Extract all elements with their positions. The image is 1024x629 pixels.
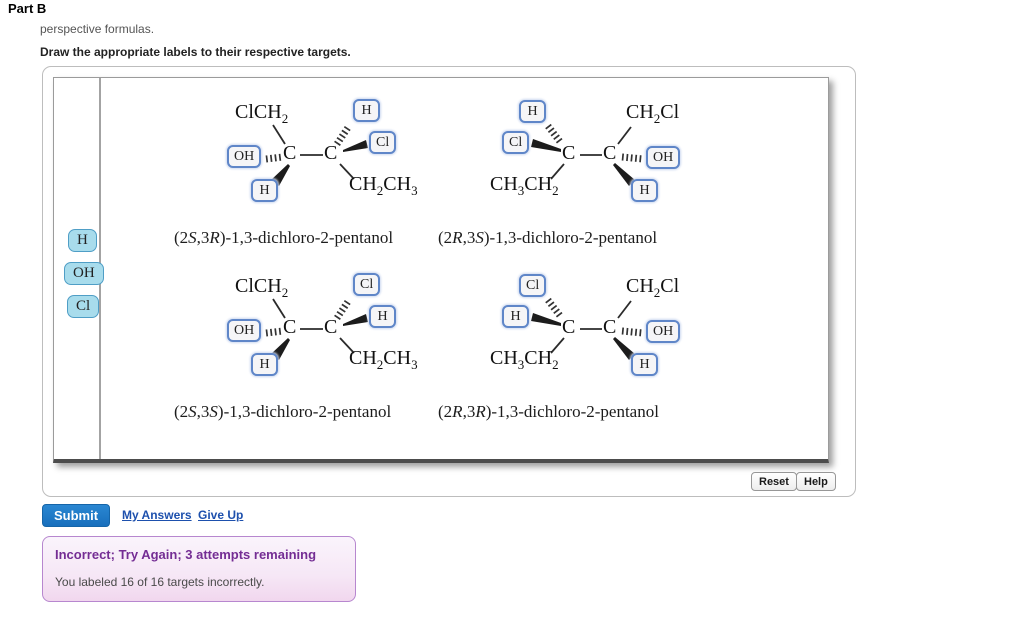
carbon-atom: C	[562, 316, 576, 338]
caption-2s3r: (2S,3R)-1,3-dichloro-2-pentanol	[174, 228, 394, 247]
bond-drawing	[531, 123, 644, 186]
caption-2r3s: (2R,3S)-1,3-dichloro-2-pentanol	[438, 228, 658, 247]
target-right[interactable]: OH	[646, 320, 681, 343]
carbon-atom: C	[603, 142, 617, 164]
target-bottom-left[interactable]: H	[251, 179, 278, 202]
bond-drawing	[531, 297, 644, 360]
target-bottom-left[interactable]: H	[251, 353, 278, 376]
structure-2r3r: CH2Cl C C CH3CH2 Cl H OH H	[490, 273, 700, 381]
feedback-box: Incorrect; Try Again; 3 attempts remaini…	[42, 536, 356, 602]
bond-drawing	[265, 298, 368, 360]
target-top-right[interactable]: H	[353, 99, 380, 122]
formula-ch3ch2: CH3CH2	[490, 173, 559, 198]
palette-chip-oh[interactable]: OH	[64, 262, 104, 285]
give-up-link[interactable]: Give Up	[198, 508, 244, 522]
activity-panel: H OH Cl ClCH2 C C CH2CH3 OH	[42, 66, 856, 497]
caption-2r3r: (2R,3R)-1,3-dichloro-2-pentanol	[438, 402, 659, 421]
formula-ch2ch3: CH2CH3	[349, 347, 418, 372]
target-left[interactable]: OH	[227, 319, 262, 342]
target-bottom-right[interactable]: H	[631, 353, 658, 376]
formula-ch2cl: CH2Cl	[626, 275, 680, 300]
carbon-atom: C	[324, 316, 338, 338]
carbon-atom: C	[283, 142, 297, 164]
target-bottom-right[interactable]: H	[631, 179, 658, 202]
help-button[interactable]: Help	[796, 472, 836, 491]
carbon-atom: C	[603, 316, 617, 338]
drawing-canvas: H OH Cl ClCH2 C C CH2CH3 OH	[53, 77, 829, 463]
instruction-text: Draw the appropriate labels to their res…	[40, 45, 351, 59]
submit-button[interactable]: Submit	[42, 504, 110, 527]
my-answers-link[interactable]: My Answers	[122, 508, 192, 522]
carbon-atom: C	[324, 142, 338, 164]
feedback-body: You labeled 16 of 16 targets incorrectly…	[55, 575, 265, 589]
target-right[interactable]: OH	[646, 146, 681, 169]
feedback-title: Incorrect; Try Again; 3 attempts remaini…	[55, 547, 317, 562]
target-left[interactable]: Cl	[502, 131, 530, 154]
structure-2s3s: ClCH2 C C CH2CH3 OH H Cl H	[227, 273, 437, 381]
structure-2r3s: CH2Cl C C CH3CH2 H Cl OH H	[490, 99, 700, 207]
formula-ch2ch3: CH2CH3	[349, 173, 418, 198]
target-left[interactable]: OH	[227, 145, 262, 168]
target-top-left[interactable]: H	[519, 100, 546, 123]
carbon-atom: C	[562, 142, 576, 164]
palette-chip-h[interactable]: H	[68, 229, 97, 252]
target-right[interactable]: Cl	[369, 131, 397, 154]
label-palette: H OH Cl	[54, 78, 104, 459]
formula-ch3ch2: CH3CH2	[490, 347, 559, 372]
formula-clch2: ClCH2	[235, 101, 289, 126]
part-title: Part B	[8, 1, 47, 16]
reset-button[interactable]: Reset	[751, 472, 797, 491]
caption-2s3s: (2S,3S)-1,3-dichloro-2-pentanol	[174, 402, 392, 421]
formula-clch2: ClCH2	[235, 275, 289, 300]
target-top-left[interactable]: Cl	[519, 274, 547, 297]
problem-subtitle: perspective formulas.	[40, 22, 155, 36]
target-top-right[interactable]: Cl	[353, 273, 381, 296]
palette-chip-cl[interactable]: Cl	[67, 295, 100, 318]
target-right[interactable]: H	[369, 305, 396, 328]
structure-2s3r: ClCH2 C C CH2CH3 OH H H Cl	[227, 99, 437, 207]
target-left[interactable]: H	[502, 305, 529, 328]
carbon-atom: C	[283, 316, 297, 338]
formula-ch2cl: CH2Cl	[626, 101, 680, 126]
